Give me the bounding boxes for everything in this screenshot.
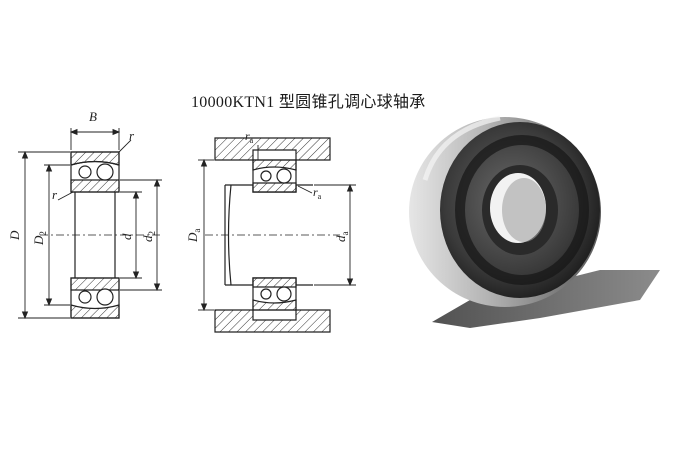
label-outer-ring-diameter: D2	[31, 231, 48, 246]
label-chamfer-inner: r	[52, 187, 58, 202]
bearing-section	[40, 151, 160, 319]
label-outer-diameter: D	[7, 230, 22, 241]
middle-dimensions	[198, 145, 356, 312]
mounting-section	[205, 137, 340, 333]
label-shaft-shoulder: da	[333, 232, 350, 243]
label-fillet-right: ra	[313, 185, 322, 201]
label-bore: d	[119, 233, 134, 240]
page-title: 10000KTN1 型圆锥孔调心球轴承	[191, 94, 426, 111]
bearing-photo	[409, 115, 660, 328]
label-inner-ring-diameter: d2	[140, 231, 157, 242]
label-fillet-top: ra	[245, 129, 254, 145]
label-width: B	[89, 109, 97, 124]
label-housing-shoulder: Da	[185, 229, 202, 243]
label-chamfer-top: r	[129, 128, 135, 143]
left-dimensions	[18, 128, 162, 320]
